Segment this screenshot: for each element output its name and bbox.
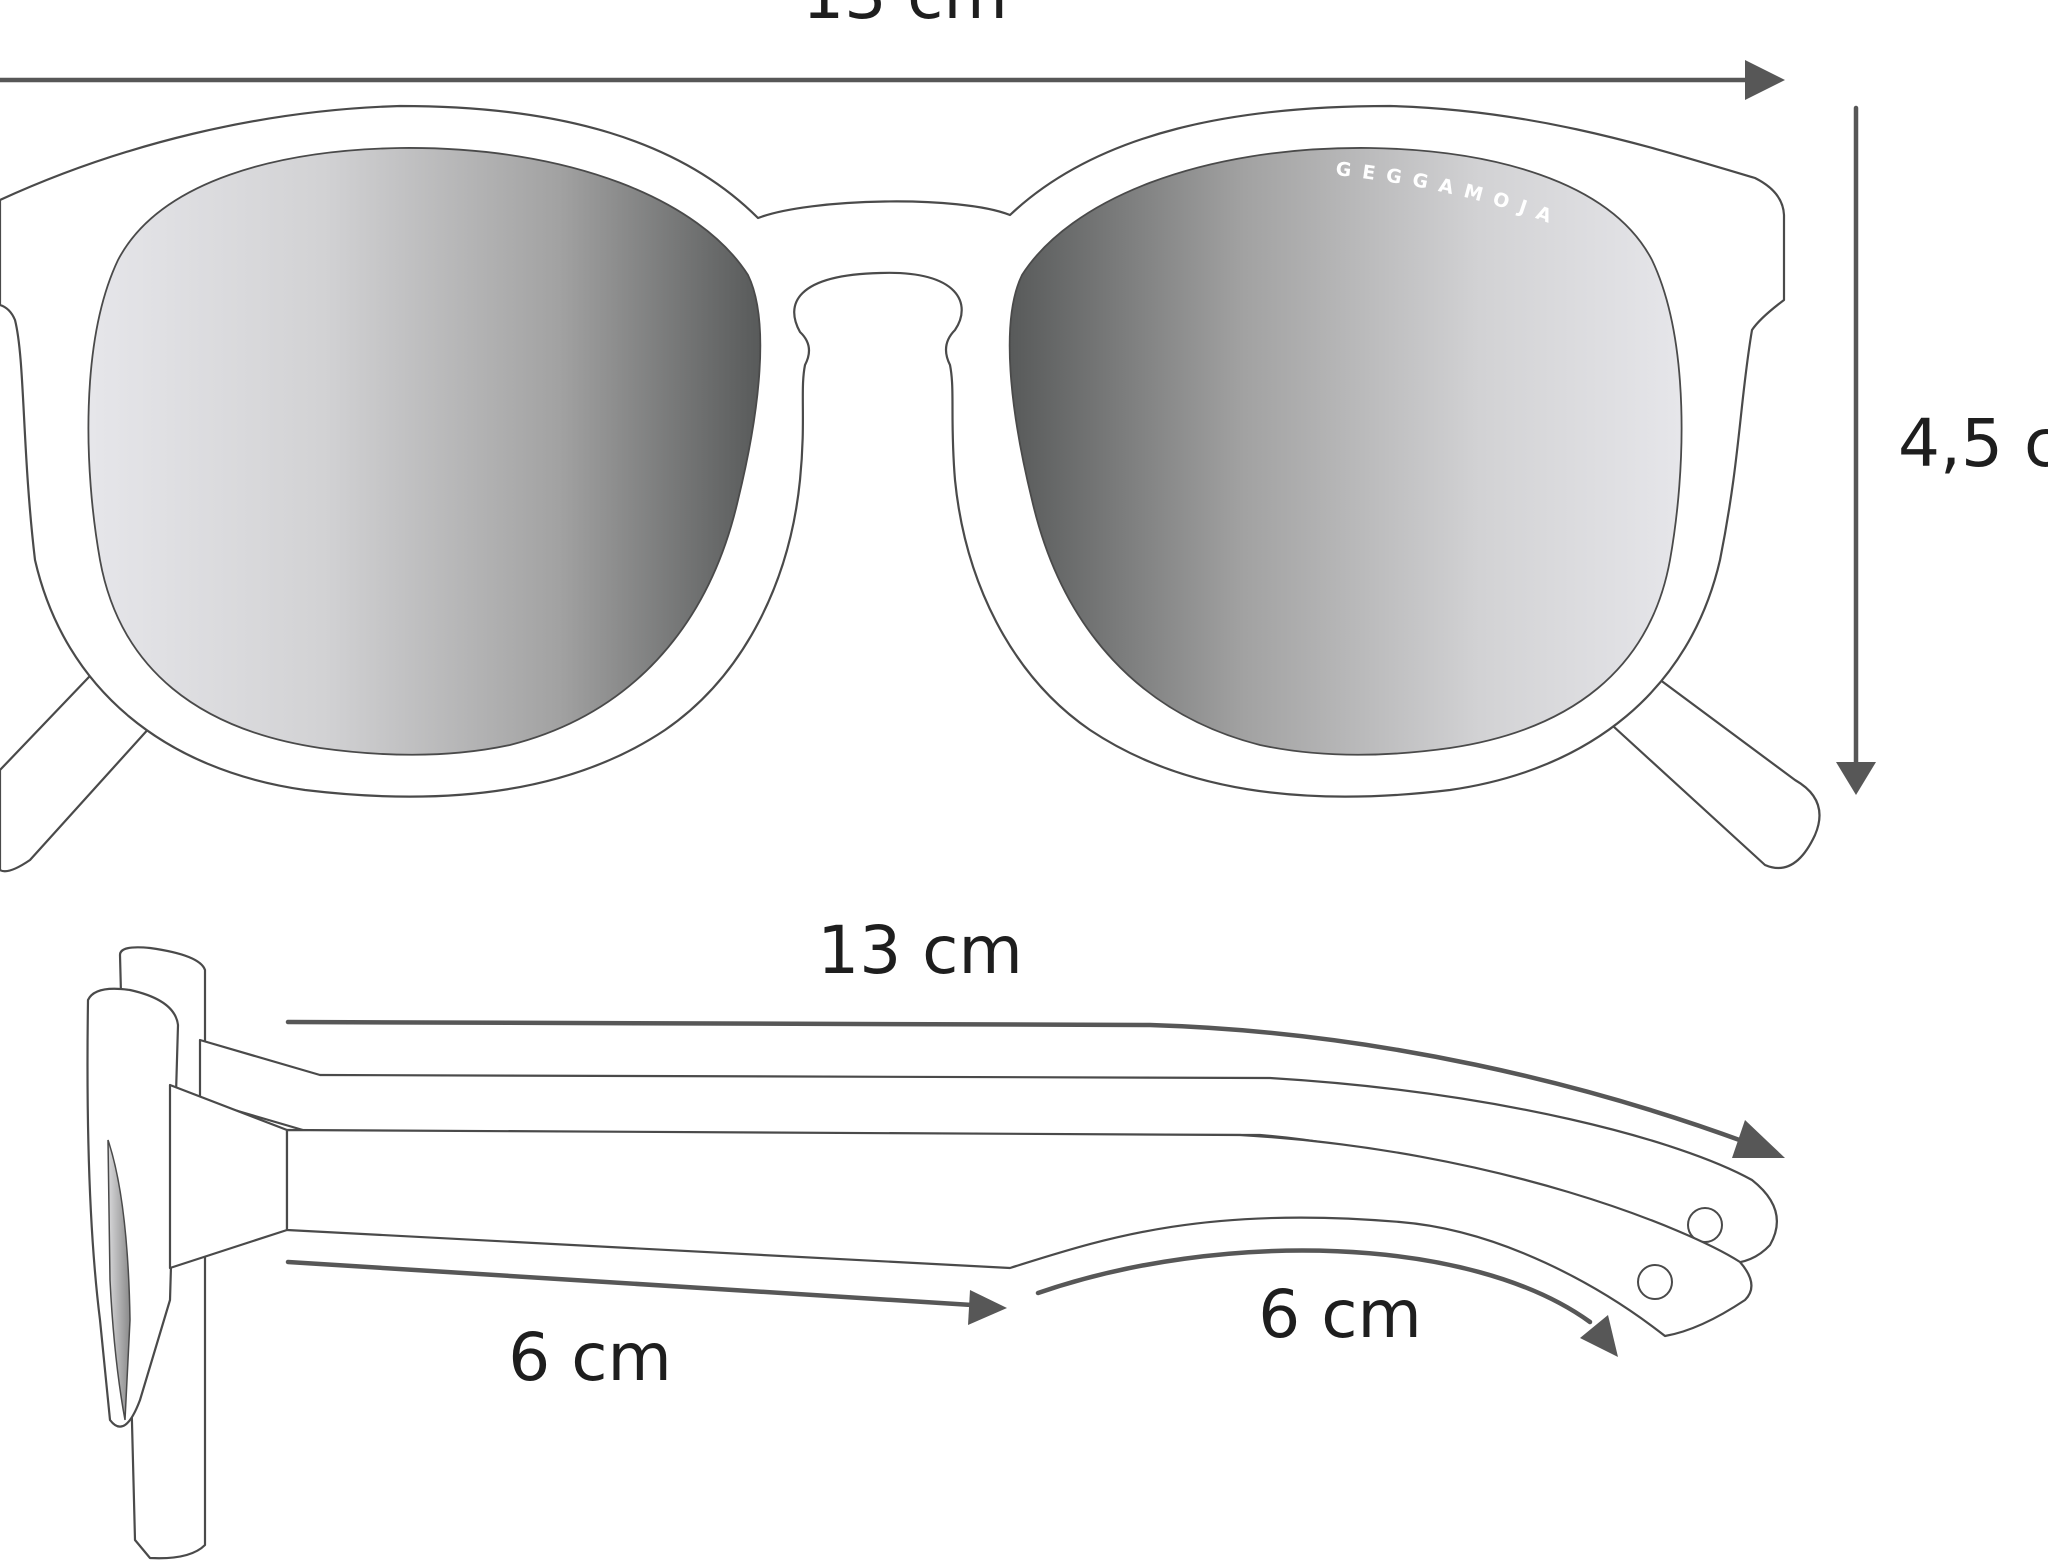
- side-rear-segment-label: 6 cm: [1258, 1276, 1422, 1353]
- side-frame-rim: [86, 987, 180, 1428]
- right-temple-arm: [1588, 663, 1821, 870]
- side-lens: [107, 1139, 131, 1421]
- left-lens: [87, 147, 762, 756]
- side-rear-segment-arrowhead: [1580, 1315, 1618, 1357]
- side-total-arrowhead: [1732, 1120, 1785, 1158]
- side-front-segment-label: 6 cm: [508, 1319, 672, 1396]
- side-total-arrow-line: [285, 1019, 1748, 1145]
- front-view: GEGGAMOJA 13 cm 4,5 cm: [0, 0, 2048, 873]
- right-lens: [1008, 147, 1683, 756]
- side-temple-near-arm: [285, 1128, 1753, 1338]
- side-view: 13 cm 6 cm 6 cm: [86, 912, 1785, 1560]
- front-height-label: 4,5 cm: [1898, 405, 2048, 482]
- side-front-segment-arrowhead: [968, 1290, 1007, 1325]
- near-arm-hinge-circle: [1637, 1264, 1673, 1300]
- side-total-label: 13 cm: [817, 912, 1023, 989]
- front-width-arrowhead: [1745, 60, 1785, 100]
- side-rear-segment-arrow-line: [1035, 1248, 1593, 1325]
- side-front-segment-arrow-line: [285, 1259, 975, 1308]
- front-height-arrowhead: [1836, 762, 1876, 795]
- front-width-label: 13 cm: [802, 0, 1008, 34]
